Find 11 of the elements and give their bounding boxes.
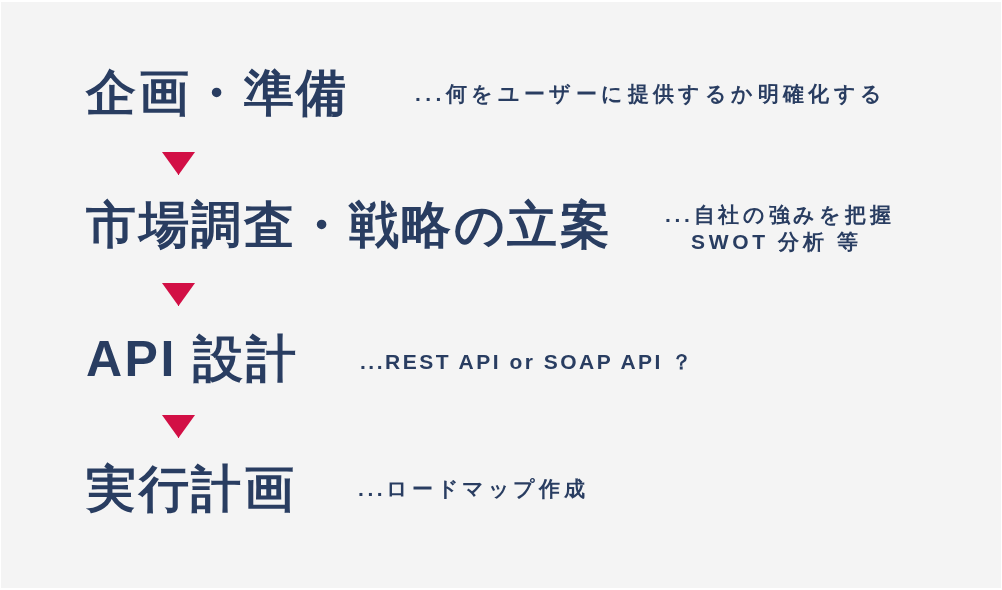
step-title: 企画・準備 — [86, 64, 349, 123]
step-note: ...ロードマップ作成 — [358, 476, 589, 502]
step-note: ...自社の強みを把握 SWOT 分析 等 — [665, 202, 896, 256]
step-title: 実行計画 — [86, 460, 296, 519]
step-title: 市場調査・戦略の立案 — [86, 196, 612, 255]
step-title: API 設計 — [86, 330, 299, 389]
step-note: ...REST API or SOAP API ？ — [360, 349, 695, 375]
arrow — [162, 282, 195, 307]
arrow — [162, 414, 195, 439]
arrow — [162, 151, 195, 176]
step-note: ...何をユーザーに提供するか明確化する — [415, 81, 887, 107]
